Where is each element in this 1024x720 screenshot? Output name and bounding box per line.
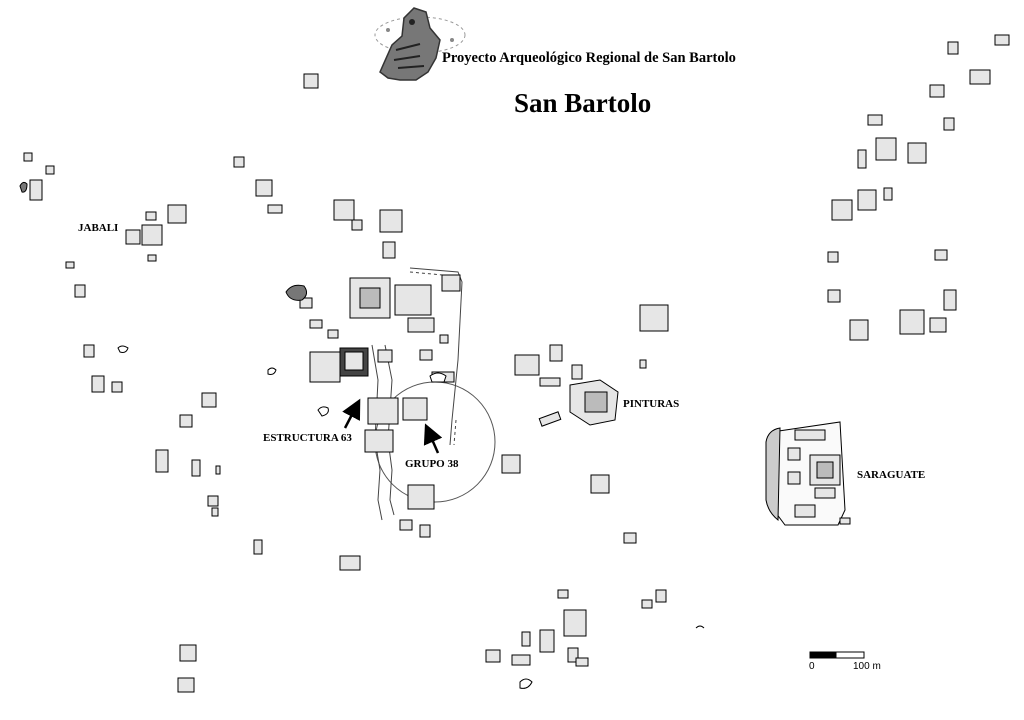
project-title: Proyecto Arqueológico Regional de San Ba… — [442, 50, 736, 66]
label-grupo-38: GRUPO 38 — [405, 458, 459, 470]
south-group-structures — [485, 589, 667, 667]
annotation-arrows — [342, 398, 443, 454]
rock-outcrops — [19, 181, 308, 301]
site-title: San Bartolo — [514, 88, 652, 118]
northeast-group-structures — [827, 34, 1010, 341]
saraguate-group-structures — [765, 421, 851, 526]
group-label-jabali: JABALI — [78, 222, 119, 234]
scale-bar-start-label: 0 — [809, 661, 815, 672]
scale-bar-end-label: 100 m — [853, 661, 881, 672]
maya-glyph-logo-icon — [374, 7, 466, 81]
pinturas-group-structures — [501, 304, 669, 544]
jabali-group-structures — [23, 73, 361, 693]
group-label-saraguate: SARAGUATE — [857, 469, 926, 481]
label-estructura-63: ESTRUCTURA 63 — [263, 432, 352, 444]
trail-lines — [371, 267, 463, 521]
central-acropolis-structures — [299, 199, 461, 538]
scale-bar — [809, 651, 865, 659]
small-outcrops — [117, 345, 705, 689]
group-label-pinturas: PINTURAS — [623, 398, 680, 410]
